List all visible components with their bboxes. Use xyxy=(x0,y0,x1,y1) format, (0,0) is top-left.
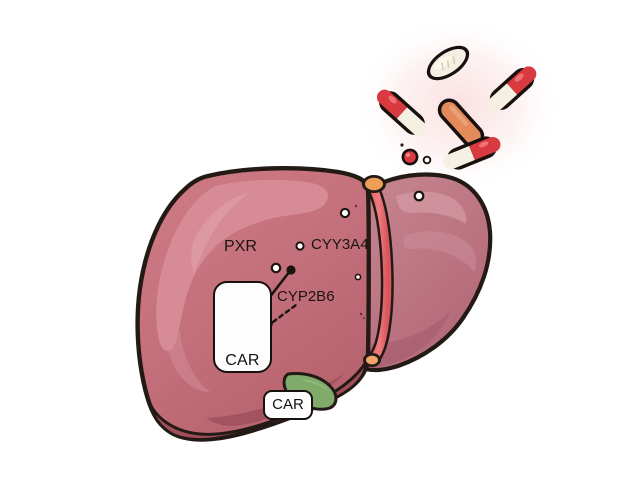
capsule-red-white-lower-right xyxy=(443,136,501,170)
open-circle-marker xyxy=(354,273,362,281)
speck-marker xyxy=(354,204,358,208)
speck-marker xyxy=(359,312,363,316)
pill-dot-small xyxy=(422,155,432,165)
liver-right-lobe xyxy=(363,172,493,373)
open-circle-marker xyxy=(339,207,351,219)
open-circle-marker xyxy=(413,190,425,202)
pill-cluster xyxy=(376,45,537,170)
liver-ligament xyxy=(362,175,394,367)
oval-tablet-white xyxy=(426,45,470,81)
car-callout-main: CAR xyxy=(213,281,272,373)
capsule-orange-solid xyxy=(437,98,485,148)
liver-markers xyxy=(270,190,425,319)
car-callout-main-label: CAR xyxy=(225,352,260,369)
label-cyy3a4: CYY3A4 xyxy=(311,236,369,253)
speck-marker xyxy=(400,143,404,147)
capsule-red-white-left xyxy=(376,89,428,137)
filled-dot-marker xyxy=(286,265,296,275)
pill-dot-large xyxy=(401,148,419,166)
open-circle-marker xyxy=(270,262,282,274)
label-pxr: PXR xyxy=(224,238,257,255)
pxr-solid-connector xyxy=(267,269,292,300)
speck-marker xyxy=(363,317,365,319)
car-callout-secondary: CAR xyxy=(263,390,313,420)
label-cyp2b6: CYP2B6 xyxy=(277,288,335,305)
car-dashed-connector xyxy=(271,303,298,324)
capsule-red-white-upper-right xyxy=(487,66,537,112)
car-callout-secondary-label: CAR xyxy=(272,396,304,413)
open-circle-marker xyxy=(295,241,305,251)
